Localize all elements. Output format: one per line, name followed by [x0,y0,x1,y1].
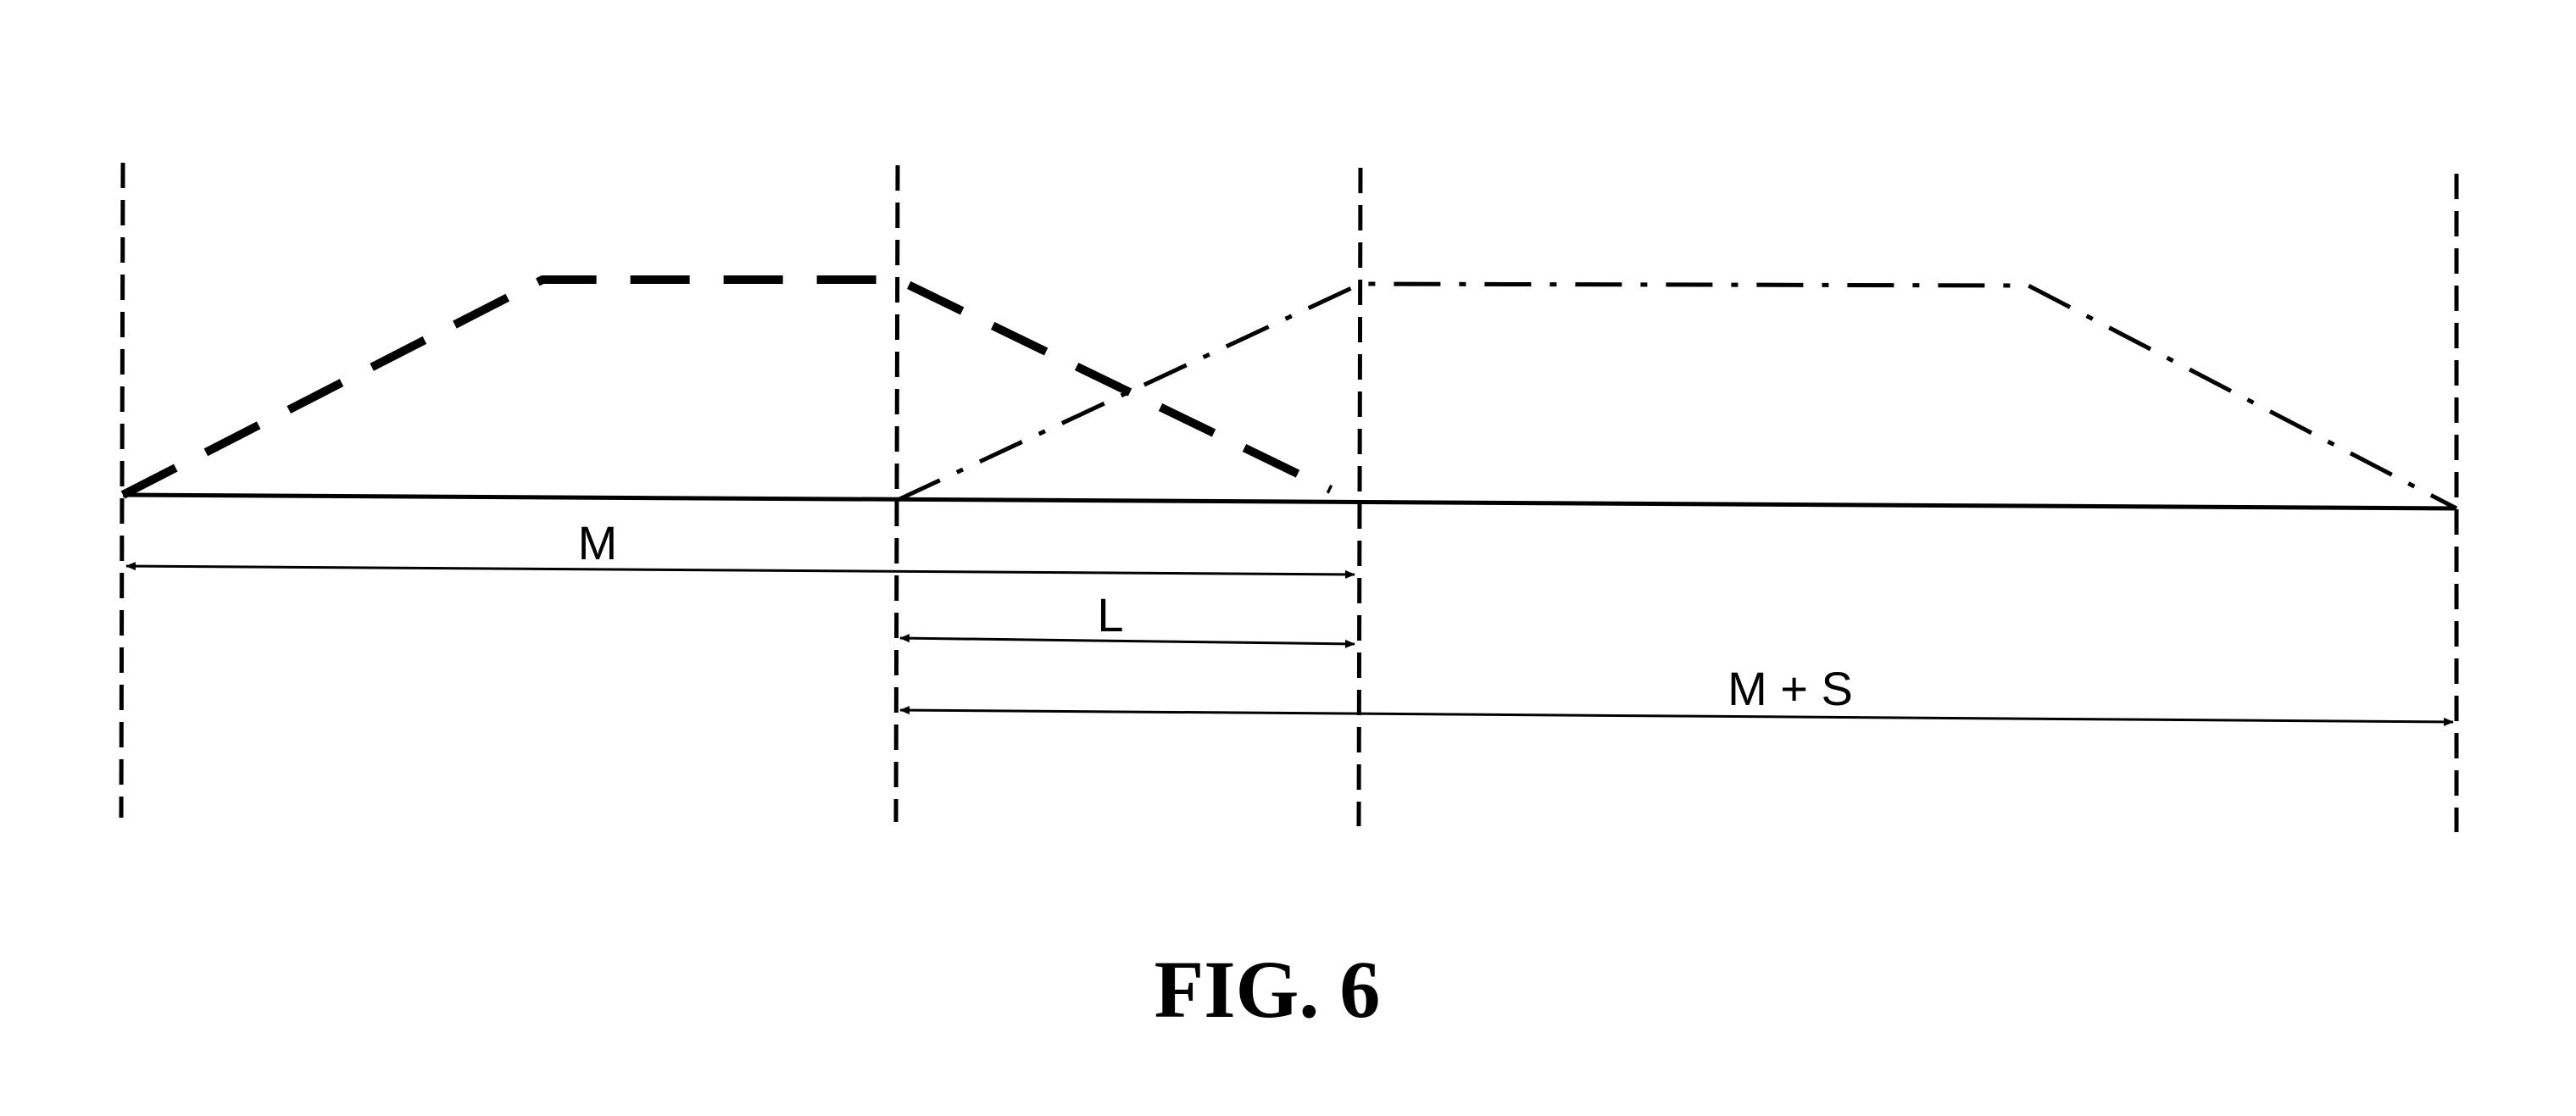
label-m: M [578,516,618,569]
label-l: L [1097,588,1123,641]
dash-dot-trapezoid [896,281,2458,511]
dimension-arrow-l [899,634,1355,648]
dimension-arrow-m-plus-s [899,706,2454,726]
boundary-line-2 [893,164,900,823]
baseline [122,492,2457,511]
dashed-trapezoid [120,275,1333,499]
figure-caption: FIG. 6 [1154,944,1381,1035]
boundary-line-1 [119,162,125,819]
label-m-plus-s: M + S [1728,662,1853,715]
dimension-arrow-m [125,562,1355,579]
boundary-line-3 [1356,167,1363,827]
